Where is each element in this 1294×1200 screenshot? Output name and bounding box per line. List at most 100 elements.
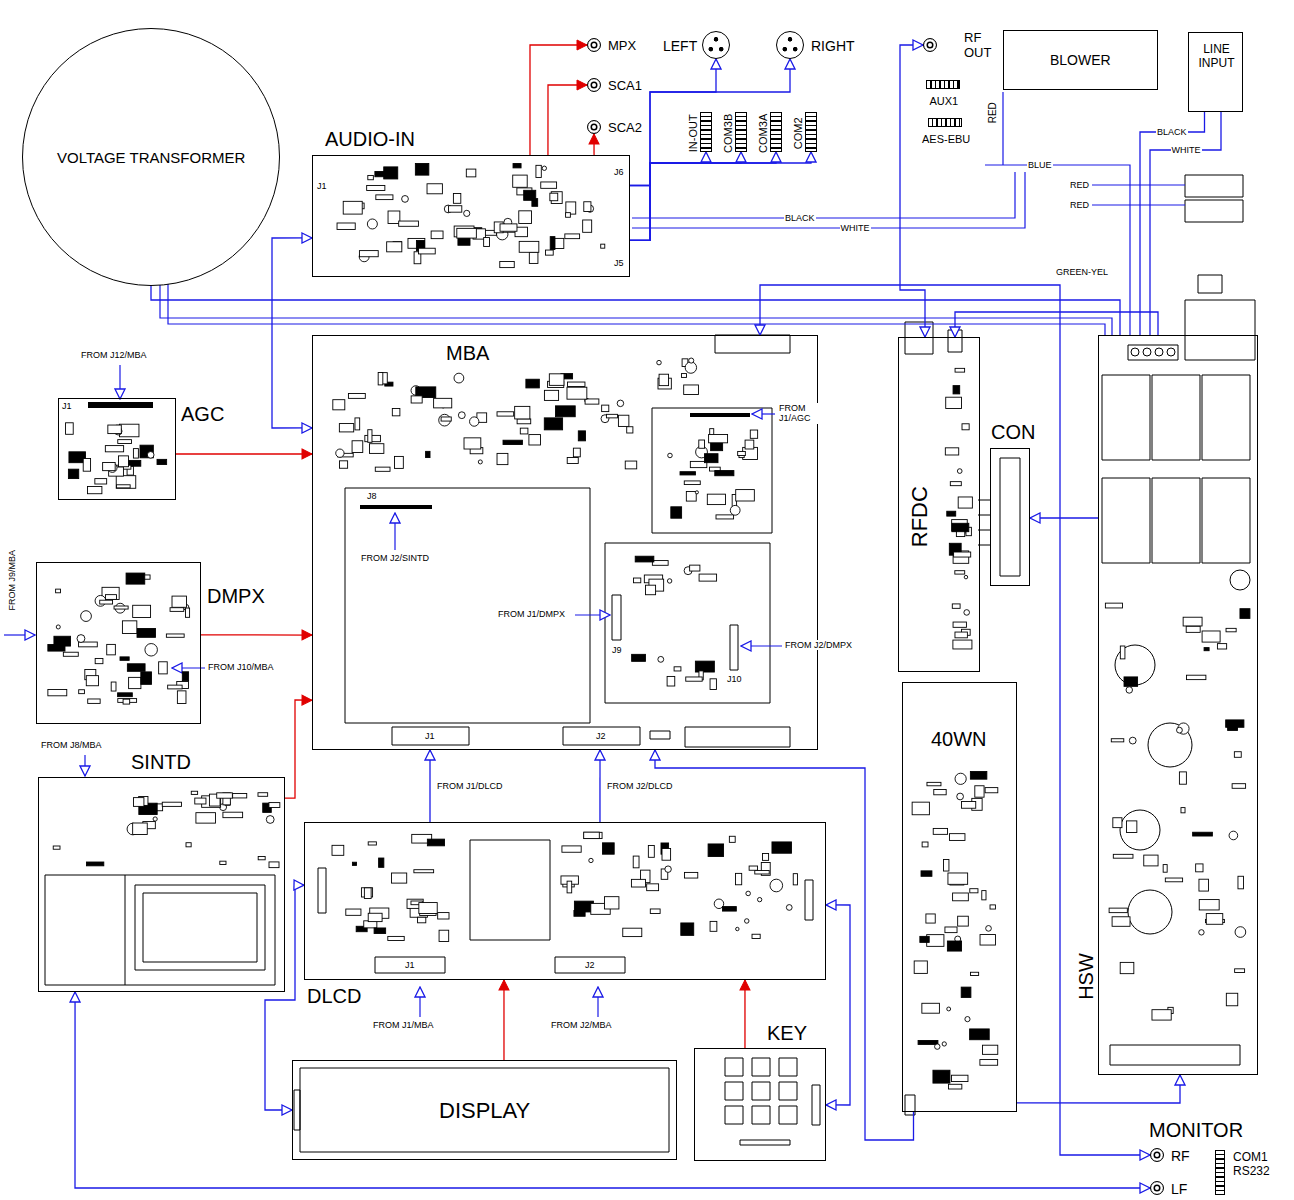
component [427, 839, 444, 846]
component [105, 446, 123, 452]
pointer-arrow [741, 645, 782, 646]
component [567, 387, 587, 399]
signal-label: J6 [613, 167, 625, 177]
component [365, 435, 381, 441]
component [632, 654, 646, 661]
component [529, 252, 538, 263]
signal-label: FROM J9/MBA [7, 549, 17, 612]
component [168, 685, 182, 689]
component [519, 241, 539, 252]
coax-connector: MPX [587, 38, 601, 52]
component [368, 913, 382, 921]
component [1177, 727, 1183, 733]
component [1163, 865, 1167, 873]
component [674, 667, 681, 671]
xlr-connector: RIGHT [776, 31, 804, 59]
board-name: COM3B [722, 113, 735, 152]
signal-label: GREEN-YEL [1055, 267, 1109, 277]
component [986, 926, 992, 932]
component [177, 691, 186, 704]
component [945, 448, 958, 455]
component [439, 930, 449, 941]
signal-label: J5 [613, 258, 625, 268]
board-name: LINE INPUT [1192, 43, 1242, 71]
board-name: CON [991, 421, 1035, 444]
component [1112, 917, 1130, 927]
circuit-board: DLCD [304, 822, 826, 980]
signal-label: FROM J2/DLCD [606, 781, 674, 791]
component [352, 441, 363, 453]
component [114, 606, 128, 609]
board-name: COM1 RS232 [1233, 1151, 1277, 1179]
component [1105, 603, 1122, 608]
component [933, 1070, 950, 1083]
component [466, 169, 476, 177]
wire-connector [630, 152, 706, 240]
board-name: HSW [1074, 953, 1097, 1000]
component [625, 461, 636, 469]
component [470, 417, 479, 426]
coax-connector: SCA1 [587, 78, 601, 92]
component [77, 635, 85, 643]
component [1226, 993, 1237, 1006]
component [961, 987, 971, 997]
component [544, 418, 562, 430]
component [1113, 854, 1133, 858]
component [980, 1060, 998, 1066]
component [352, 862, 356, 865]
component [705, 454, 718, 463]
component [958, 916, 969, 926]
dsub-connector: COM3A [770, 112, 782, 152]
component [464, 210, 470, 216]
component [346, 909, 361, 915]
component [662, 848, 671, 860]
wire-connector [201, 634, 312, 635]
component [954, 552, 971, 557]
component [708, 844, 723, 857]
component [116, 485, 130, 488]
component [449, 206, 462, 212]
component [578, 431, 585, 441]
component [118, 693, 133, 697]
signal-label: FROM J1/DLCD [436, 781, 504, 791]
signal-label: J8 [366, 491, 378, 501]
pointer-arrow [419, 987, 420, 1017]
component [684, 872, 697, 878]
component [1196, 864, 1203, 872]
pointer-arrow [4, 634, 35, 635]
component [418, 248, 435, 254]
wire-bundle [160, 92, 1185, 335]
component [438, 913, 449, 919]
component [646, 585, 656, 595]
component [542, 166, 546, 170]
wire-connector [548, 85, 587, 155]
component [106, 595, 117, 600]
board-name: MPX [608, 39, 636, 54]
component [631, 879, 645, 887]
coax-connector: LF [1150, 1181, 1164, 1195]
component [367, 219, 377, 229]
board-name: RF [1171, 1148, 1190, 1164]
component [220, 861, 226, 864]
wire-connector [272, 238, 312, 428]
signal-label: RED [1069, 180, 1090, 190]
component [1120, 962, 1134, 973]
component [1206, 914, 1222, 925]
component [745, 440, 754, 449]
component [1235, 969, 1245, 973]
component [453, 194, 460, 204]
component [269, 803, 280, 808]
board-name: DLCD [307, 985, 361, 1008]
component [48, 689, 67, 695]
wire-connector [1150, 112, 1221, 335]
dsub-connector: COM1 RS232 [1215, 1150, 1225, 1195]
wire-color-label: WHITE [1171, 145, 1202, 155]
component [484, 238, 490, 247]
signal-label: RED [1069, 200, 1090, 210]
component [689, 358, 694, 363]
component [955, 368, 965, 372]
component [376, 195, 393, 200]
board-name: VOLTAGE TRANSFORMER [57, 149, 245, 166]
component [513, 175, 527, 187]
